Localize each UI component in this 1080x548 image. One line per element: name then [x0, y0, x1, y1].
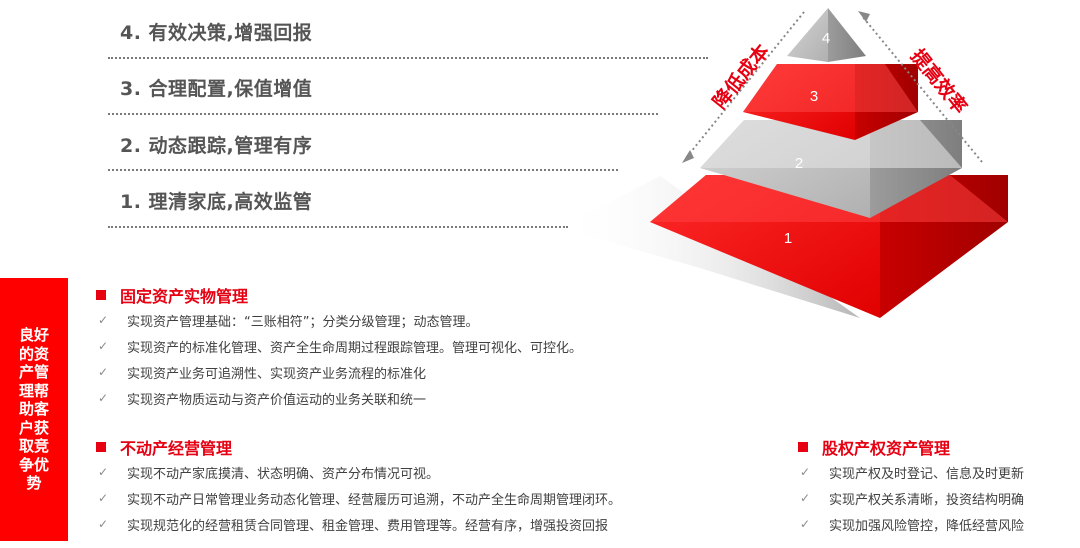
item-text: 实现资产管理基础：“三账相符”；分类分级管理；动态管理。: [127, 314, 479, 330]
item-text: 实现资产物质运动与资产价值运动的业务关联和统一: [127, 392, 427, 408]
item-text: 实现不动产日常管理业务动态化管理、经营履历可追溯，不动产全生命周期管理闭环。: [127, 492, 622, 508]
list-item: ✓ 实现资产物质运动与资产价值运动的业务关联和统一: [96, 385, 582, 411]
checkmark-icon: ✓: [98, 313, 109, 327]
square-bullet-icon: [96, 290, 106, 300]
level-divider-2: [108, 169, 618, 171]
section-title: 不动产经营管理: [120, 439, 233, 458]
item-text: 实现资产业务可追溯性、实现资产业务流程的标准化: [127, 366, 427, 382]
checkmark-icon: ✓: [98, 339, 109, 353]
level-divider-3: [108, 113, 658, 115]
pyramid-layer-2: [700, 120, 962, 218]
section-header: 不动产经营管理: [96, 435, 621, 459]
pyramid-number-3: 3: [810, 88, 818, 105]
item-text: 实现不动产家底摸清、状态明确、资产分布情况可视。: [127, 466, 440, 482]
square-bullet-icon: [798, 442, 808, 452]
checkmark-icon: ✓: [98, 465, 109, 479]
pyramid-number-1: 1: [784, 230, 792, 247]
checkmark-icon: ✓: [98, 491, 109, 505]
list-item: ✓ 实现产权及时登记、信息及时更新: [798, 459, 1024, 485]
list-item: ✓ 实现产权关系清晰，投资结构明确: [798, 485, 1024, 511]
pyramid-number-4: 4: [822, 30, 830, 47]
item-text: 实现资产的标准化管理、资产全生命周期过程跟踪管理。管理可视化、可控化。: [127, 340, 583, 356]
list-item: ✓ 实现不动产家底摸清、状态明确、资产分布情况可视。: [96, 459, 621, 485]
level-title-4: 4. 有效决策,增强回报: [120, 22, 313, 44]
square-bullet-icon: [96, 442, 106, 452]
list-item: ✓ 实现不动产日常管理业务动态化管理、经营履历可追溯，不动产全生命周期管理闭环。: [96, 485, 621, 511]
side-label: 良好的资产管理帮助客户获取竞争优势: [0, 278, 68, 541]
checkmark-icon: ✓: [800, 517, 811, 531]
pyramid-layer-4: [787, 8, 866, 62]
item-list: ✓ 实现产权及时登记、信息及时更新 ✓ 实现产权关系清晰，投资结构明确 ✓ 实现加强风…: [798, 459, 1024, 537]
checkmark-icon: ✓: [98, 365, 109, 379]
level-title-3: 3. 合理配置,保值增值: [120, 78, 313, 100]
list-item: ✓ 实现规范化的经营租赁合同管理、租金管理、费用管理等。经营有序，增强投资回报: [96, 511, 621, 537]
list-item: ✓ 实现资产业务可追溯性、实现资产业务流程的标准化: [96, 359, 582, 385]
item-text: 实现加强风险管控，降低经营风险: [829, 518, 1025, 534]
level-list: 4. 有效决策,增强回报 3. 合理配置,保值增值 2. 动态跟踪,管理有序 1…: [0, 0, 720, 240]
checkmark-icon: ✓: [800, 465, 811, 479]
pyramid-number-2: 2: [795, 155, 803, 172]
section-header: 股权产权资产管理: [798, 435, 1024, 459]
section-equity: 股权产权资产管理 ✓ 实现产权及时登记、信息及时更新 ✓ 实现产权关系清晰，投资结构…: [798, 435, 1024, 537]
level-title-1: 1. 理清家底,高效监管: [120, 191, 313, 213]
item-text: 实现产权关系清晰，投资结构明确: [829, 492, 1025, 508]
list-item: ✓ 实现资产的标准化管理、资产全生命周期过程跟踪管理。管理可视化、可控化。: [96, 333, 582, 359]
section-title: 固定资产实物管理: [120, 287, 249, 306]
section-fixed-assets: 固定资产实物管理 ✓ 实现资产管理基础：“三账相符”；分类分级管理；动态管理。 ✓…: [96, 283, 582, 411]
section-real-estate: 不动产经营管理 ✓ 实现不动产家底摸清、状态明确、资产分布情况可视。 ✓ 实现不动产…: [96, 435, 621, 537]
level-divider-4: [108, 57, 708, 59]
section-header: 固定资产实物管理: [96, 283, 582, 307]
level-divider-1: [108, 226, 568, 228]
checkmark-icon: ✓: [98, 391, 109, 405]
section-title: 股权产权资产管理: [822, 439, 951, 458]
checkmark-icon: ✓: [98, 517, 109, 531]
list-item: ✓ 实现加强风险管控，降低经营风险: [798, 511, 1024, 537]
item-list: ✓ 实现不动产家底摸清、状态明确、资产分布情况可视。 ✓ 实现不动产日常管理业务动态…: [96, 459, 621, 537]
item-text: 实现产权及时登记、信息及时更新: [829, 466, 1025, 482]
item-text: 实现规范化的经营租赁合同管理、租金管理、费用管理等。经营有序，增强投资回报: [127, 518, 609, 534]
pyramid-layer-3: [743, 64, 918, 140]
list-item: ✓ 实现资产管理基础：“三账相符”；分类分级管理；动态管理。: [96, 307, 582, 333]
level-title-2: 2. 动态跟踪,管理有序: [120, 135, 313, 157]
checkmark-icon: ✓: [800, 491, 811, 505]
item-list: ✓ 实现资产管理基础：“三账相符”；分类分级管理；动态管理。 ✓ 实现资产的标准化管…: [96, 307, 582, 411]
